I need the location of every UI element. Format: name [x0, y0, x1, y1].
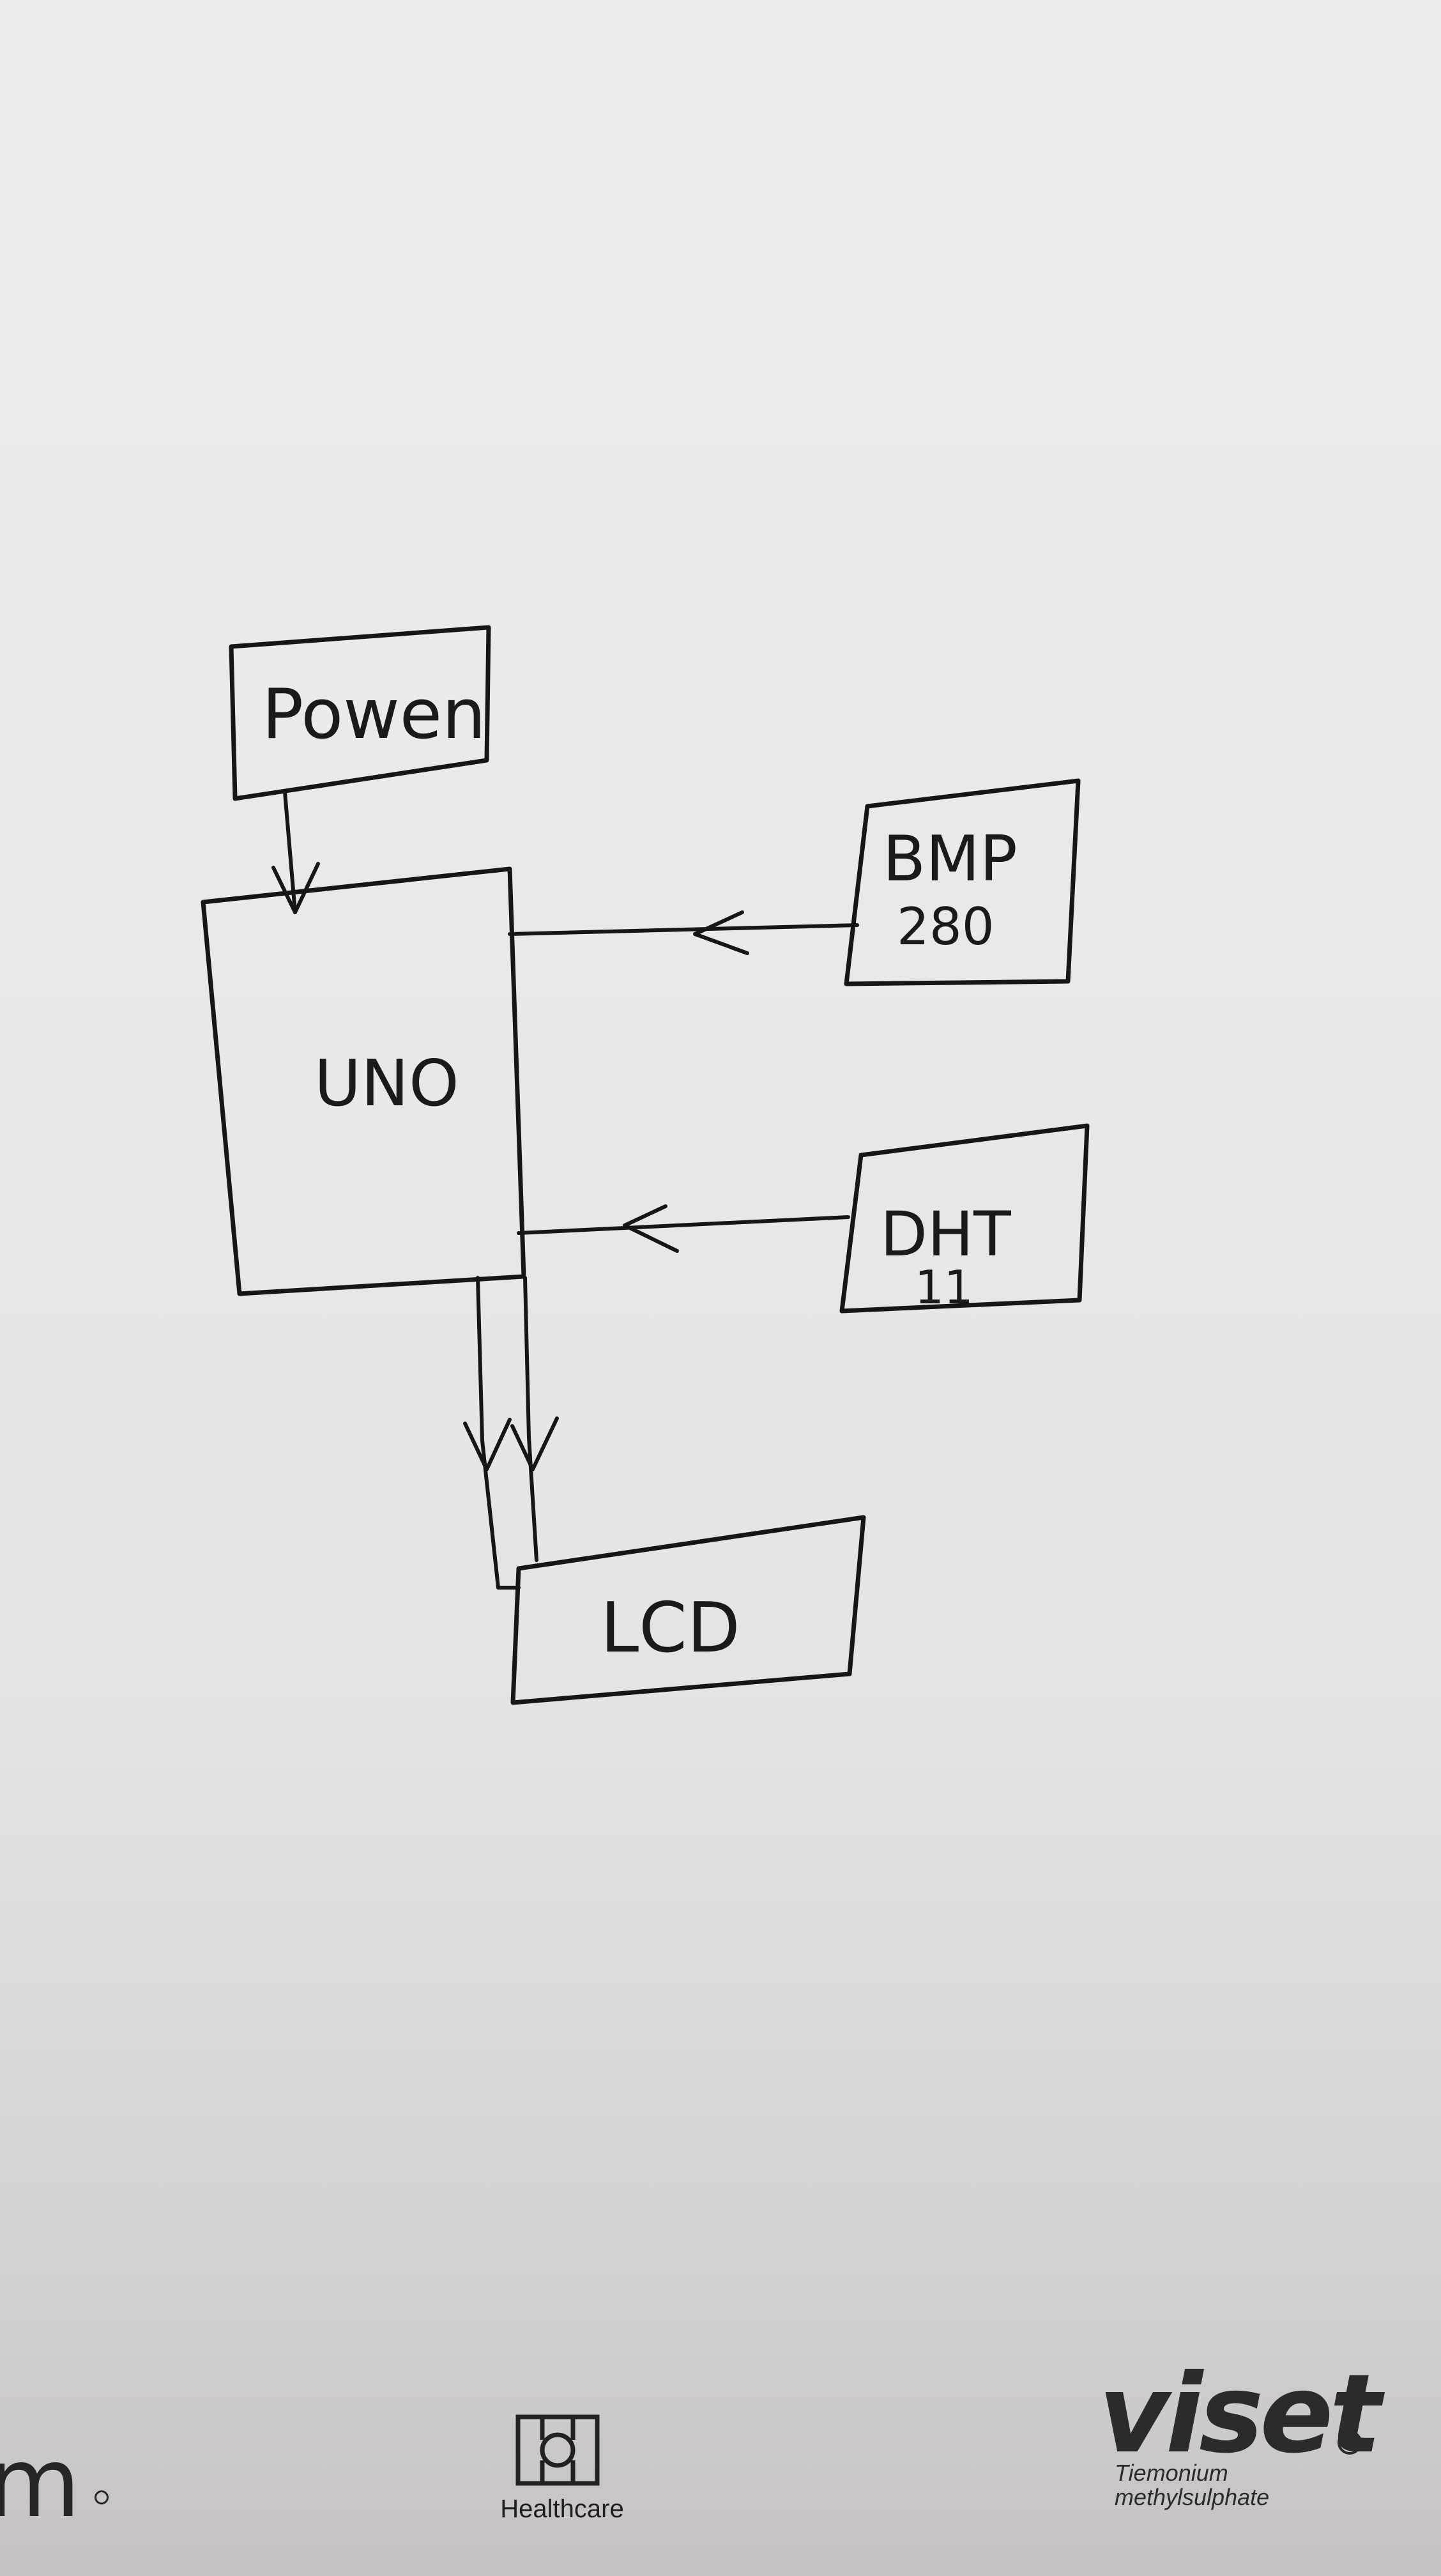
viset-subtitle-line1: Tiemonium: [1115, 2460, 1228, 2486]
viset-subtitle-line2: methylsulphate: [1115, 2484, 1270, 2510]
edge-uno-to-lcd-1: [476, 1276, 521, 1590]
registered-mark-icon: [1338, 2430, 1362, 2455]
dht-box: [839, 1123, 1090, 1314]
registered-mark-icon: [95, 2490, 109, 2504]
edge-power-to-uno: [283, 790, 297, 914]
uno-label: UNO: [314, 1046, 459, 1121]
bmp-label-line1: BMP: [883, 823, 1018, 896]
bmp-label-line2: 280: [897, 897, 995, 956]
lcd-label: LCD: [600, 1588, 740, 1668]
arrowhead-dht-to-uno: [623, 1204, 679, 1253]
edge-dht-to-uno: [517, 1215, 850, 1235]
edge-uno-to-lcd-2: [523, 1276, 538, 1562]
arrowhead-uno-to-lcd-2: [510, 1416, 559, 1471]
edge-bmp-to-uno: [508, 923, 859, 936]
arrowhead-bmp-to-uno: [693, 910, 749, 955]
left-brand-partial: m: [0, 2428, 81, 2539]
arrowhead-power-to-uno: [271, 862, 320, 914]
lcd-box: [510, 1515, 866, 1705]
healthcare-logo-icon: [515, 2414, 600, 2486]
arrowhead-uno-to-lcd-1: [463, 1418, 512, 1471]
viset-brand: viset: [1099, 2351, 1382, 2478]
dht-label-line2: 11: [915, 1261, 973, 1314]
dht-label-line1: DHT: [880, 1199, 1011, 1270]
healthcare-label: Healthcare: [500, 2495, 624, 2523]
power-label: Powen: [262, 675, 486, 755]
power-box: [229, 625, 491, 801]
